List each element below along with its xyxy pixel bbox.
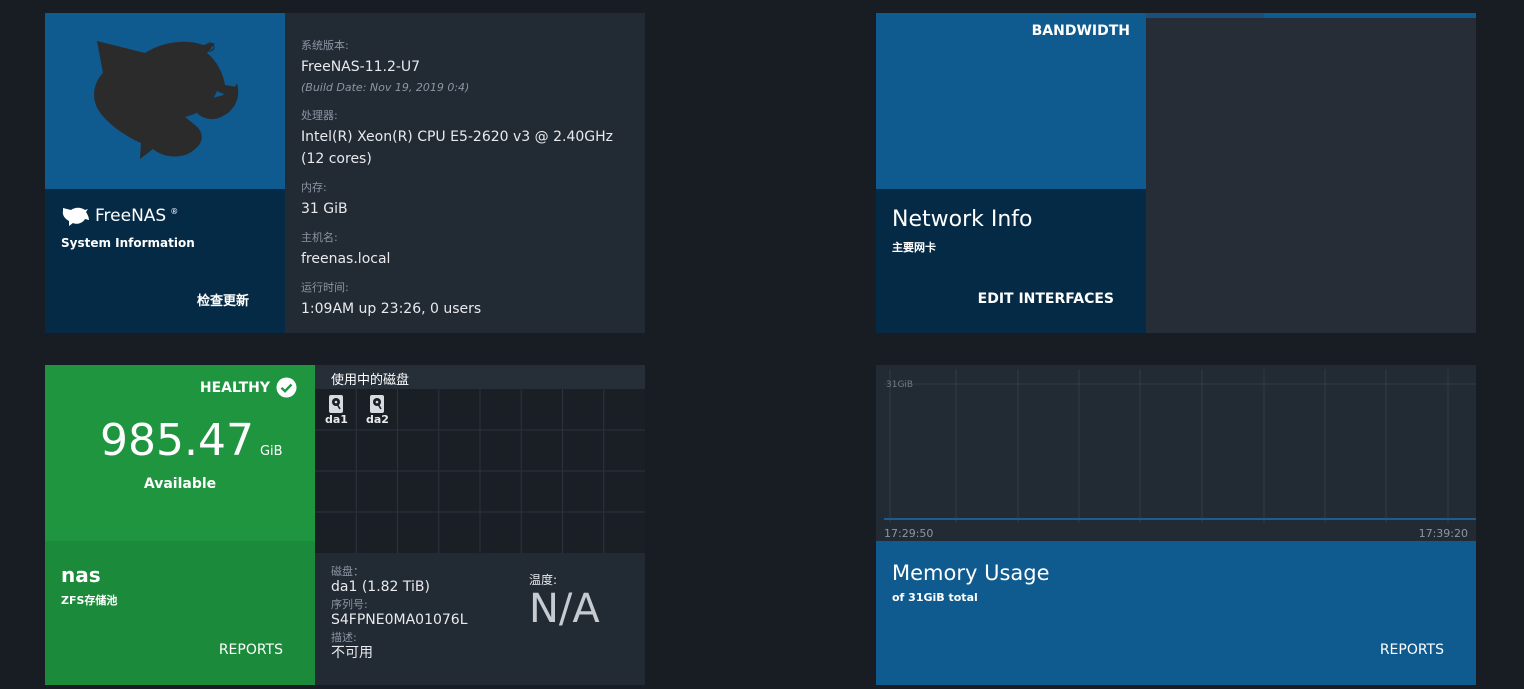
memory-usage-card: 31GiB 17:29:50 17:39:20 Memory Usage of … (876, 365, 1476, 685)
x-end-label: 17:39:20 (1419, 527, 1468, 540)
hostname-value: freenas.local (301, 251, 391, 267)
disk-info: 磁盘： da1 (1.82 TiB) 序列号: S4FPNE0MA01076L … (331, 563, 468, 662)
system-info-card: R FreeNAS ® System Information 检查更新 系统版本… (45, 13, 645, 333)
health-label: HEALTHY (199, 379, 270, 396)
uptime-value: 1:09AM up 23:26, 0 users (301, 301, 482, 317)
freenas-mini-shark-icon (62, 207, 89, 226)
hard-disk-icon (329, 395, 344, 413)
system-info-footer: FreeNAS ® System Information 检查更新 (45, 189, 285, 333)
disk-field-value: da1 (1.82 TiB) (331, 579, 430, 595)
system-info-subtitle: System Information (61, 236, 195, 250)
memory-subtitle: of 31GiB total (892, 591, 978, 604)
bandwidth-chart-area (1146, 18, 1476, 333)
network-footer: Network Info 主要网卡 EDIT INTERFACES (876, 189, 1146, 333)
memory-chart-svg: 31GiB 17:29:50 17:39:20 (884, 369, 1476, 540)
memory-reports-button[interactable]: REPORTS (1379, 642, 1444, 658)
uptime-label: 运行时间: (301, 281, 349, 294)
description-value: 不可用 (331, 645, 373, 661)
available-label: Available (143, 476, 217, 492)
temperature-value: N/A (529, 586, 600, 632)
pool-card: HEALTHY 985.47 GiB Available nas ZFS存储池 … (45, 365, 645, 685)
memory-footer: Memory Usage of 31GiB total REPORTS (876, 541, 1476, 685)
serial-label: 序列号: (331, 598, 368, 611)
available-value: 985.47 (100, 415, 254, 466)
processor-value: Intel(R) Xeon(R) CPU E5-2620 v3 @ 2.40GH… (301, 129, 613, 167)
disk-label: da2 (366, 413, 389, 426)
disk-da1[interactable]: da1 (325, 394, 348, 425)
memory-chart: 31GiB 17:29:50 17:39:20 (876, 365, 1476, 541)
network-subtitle: 主要网卡 (892, 241, 936, 254)
hostname-label: 主机名: (301, 231, 338, 244)
edit-interfaces-button[interactable]: EDIT INTERFACES (977, 291, 1114, 307)
processor-label: 处理器: (301, 109, 338, 122)
system-info-details: 系统版本: FreeNAS-11.2-U7 (Build Date: Nov 1… (301, 37, 631, 329)
version-label: 系统版本: (301, 39, 349, 52)
freenas-shark-logo-icon: R (94, 41, 239, 159)
available-unit: GiB (259, 444, 283, 459)
x-start-label: 17:29:50 (884, 527, 933, 540)
bandwidth-label: BANDWIDTH (1031, 23, 1130, 39)
version-value: FreeNAS-11.2-U7 (301, 59, 421, 75)
temperature: 温度: N/A (529, 571, 600, 632)
network-header-panel: BANDWIDTH (876, 13, 1146, 189)
network-top-strip-dark (1146, 13, 1264, 18)
memory-title: Memory Usage (892, 561, 1050, 585)
freenas-logo-panel: R (45, 13, 285, 189)
disk-grid-lines (315, 389, 645, 553)
description-label: 描述: (331, 631, 357, 644)
pool-name: nas (61, 563, 101, 587)
disk-details: 磁盘： da1 (1.82 TiB) 序列号: S4FPNE0MA01076L … (315, 553, 645, 685)
y-tick-label: 31GiB (886, 380, 913, 390)
disk-da2[interactable]: da2 (366, 394, 389, 425)
check-circle-icon (276, 377, 297, 398)
pool-health-status: HEALTHY (200, 377, 297, 398)
memory-value: 31 GiB (301, 201, 348, 217)
serial-value: S4FPNE0MA01076L (331, 612, 468, 628)
check-update-button[interactable]: 检查更新 (197, 294, 250, 309)
trademark-mark: ® (170, 206, 179, 216)
disks-in-use-header: 使用中的磁盘 (315, 365, 645, 389)
disk-grid: da1 da2 (315, 389, 645, 553)
network-title: Network Info (892, 207, 1033, 232)
network-info-card: BANDWIDTH Network Info 主要网卡 EDIT INTERFA… (876, 13, 1476, 333)
pool-type: ZFS存储池 (61, 594, 118, 607)
hard-disk-icon (370, 395, 385, 413)
pool-status-panel: HEALTHY 985.47 GiB Available (45, 365, 315, 541)
svg-text:R: R (208, 45, 212, 52)
pool-reports-button[interactable]: REPORTS (218, 642, 283, 658)
disk-label: da1 (325, 413, 348, 426)
temperature-label: 温度: (529, 573, 558, 587)
memory-label: 内存: (301, 181, 327, 194)
freenas-brand: FreeNAS ® (61, 205, 178, 227)
build-date: (Build Date: Nov 19, 2019 0:4) (301, 81, 470, 94)
network-top-strip (1146, 13, 1476, 18)
disk-field-label: 磁盘： (331, 565, 364, 578)
pool-footer: nas ZFS存储池 REPORTS (45, 541, 315, 685)
available-space: 985.47 GiB (100, 415, 283, 466)
brand-name: FreeNAS (95, 206, 167, 226)
